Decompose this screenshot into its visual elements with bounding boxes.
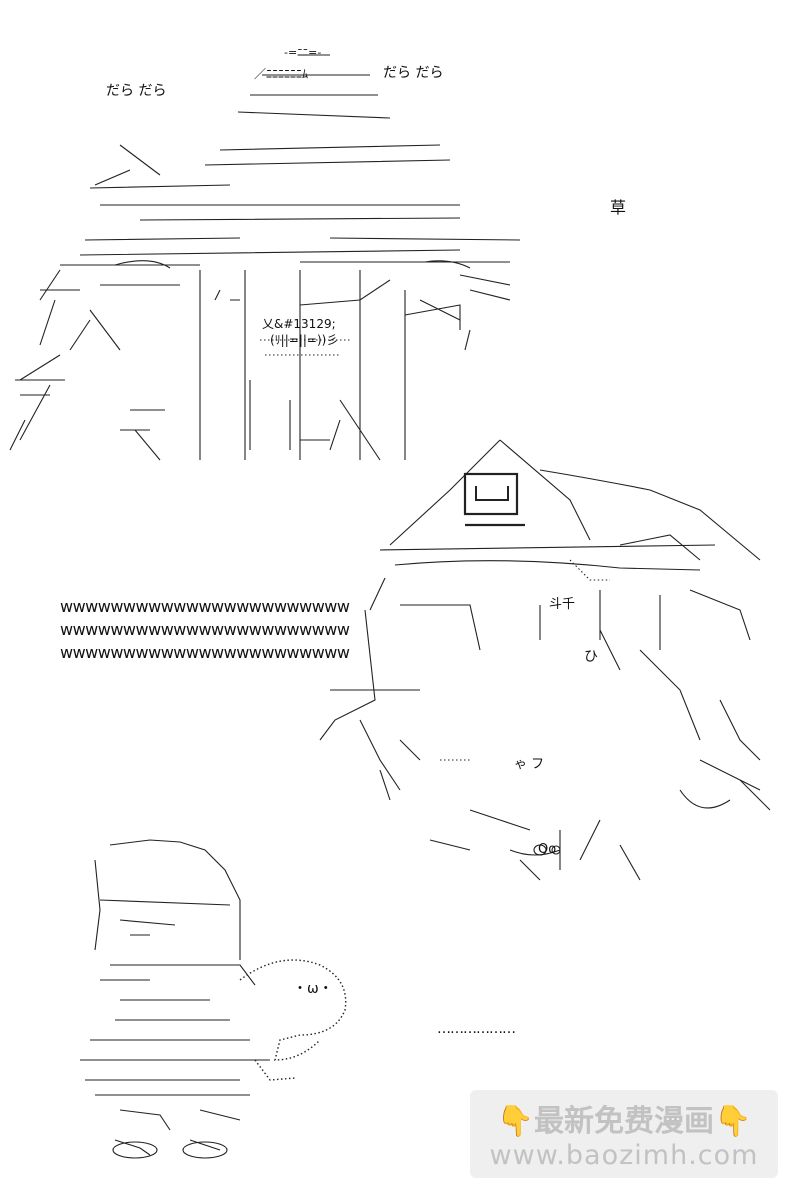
hat-top-text: -=ﾆﾆ=- bbox=[284, 46, 322, 59]
face-text: (ﾘ||=||=))彡 bbox=[270, 333, 339, 347]
pointing-hand-icon: 👇 bbox=[496, 1104, 534, 1139]
creature-face: ・ω・ bbox=[293, 981, 333, 997]
hat-row-text: ／ﾆﾆﾆﾆﾆﾆﾑ bbox=[254, 67, 309, 81]
entity-text: 乂&#13129; bbox=[262, 317, 336, 331]
laugh-line-2: wwwwwwwwwwwwwwwwwwwwwww bbox=[60, 620, 350, 639]
watermark-text: 最新免费漫画 bbox=[534, 1104, 714, 1139]
sound-effect-right: だら だら bbox=[383, 65, 444, 81]
watermark-title: 👇最新免费漫画👇 bbox=[470, 1096, 778, 1140]
eye-text: ひ bbox=[584, 649, 598, 665]
small-face-text: 斗千 bbox=[549, 597, 576, 612]
watermark-url: www.baozimh.com bbox=[489, 1140, 759, 1171]
pointing-hand-icon: 👇 bbox=[714, 1104, 752, 1139]
sound-effect-left: だら だら bbox=[106, 83, 167, 99]
laugh-line-1: wwwwwwwwwwwwwwwwwwwwwww bbox=[60, 597, 350, 616]
girl-row-text: Oo bbox=[538, 842, 557, 857]
watermark-box: 👇最新免费漫画👇 www.baozimh.com bbox=[470, 1090, 778, 1178]
ellipsis-text: ……………… bbox=[437, 1021, 516, 1037]
grass-caption: 草 bbox=[610, 198, 627, 217]
laugh-line-3: wwwwwwwwwwwwwwwwwwwwwww bbox=[60, 643, 350, 662]
mouth-text: ゃ フ bbox=[514, 757, 545, 772]
